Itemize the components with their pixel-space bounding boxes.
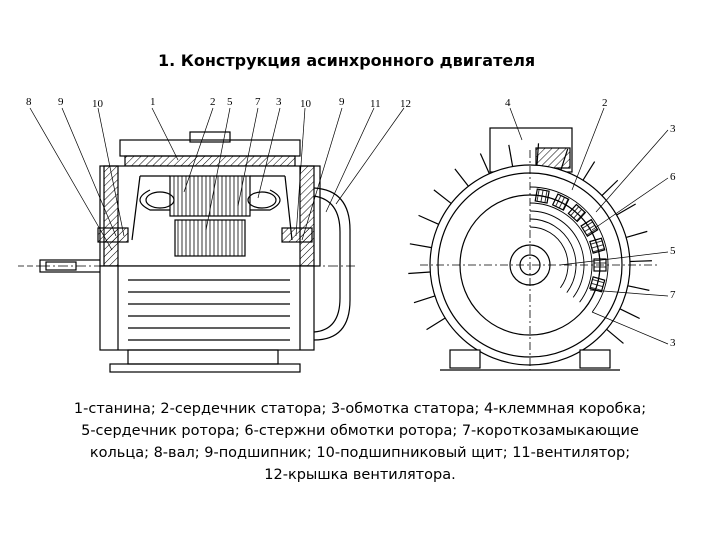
fin [582,161,596,181]
motor-diagram: 8 9 10 1 2 5 7 3 10 9 11 12 [18,96,676,373]
fin [606,328,624,344]
side-label-2: 2 [210,96,216,108]
side-label-1: 1 [150,96,156,108]
fin [409,243,432,249]
fin [418,214,439,225]
front-label-4: 4 [505,97,511,109]
fin [426,317,446,331]
side-label-10: 10 [92,98,104,110]
front-label-7: 7 [670,289,676,301]
side-label-5: 5 [227,96,233,108]
fin [601,179,619,196]
front-label-2: 2 [602,97,608,109]
fan-cover [313,187,351,341]
front-label-3: 3 [670,123,676,135]
ring-arc [529,186,609,313]
fin [625,230,648,239]
fin [508,144,514,167]
caption-line-1: 1-станина; 2-сердечник статора; 3-обмотк… [73,401,647,417]
side-view [18,131,355,373]
cooling-fins [408,143,652,344]
side-label-3: 3 [276,96,282,108]
caption-line-3: кольца; 8-вал; 9-подшипник; 10-подшипник… [89,445,631,461]
frame-exterior [99,265,315,373]
side-label-10b: 10 [300,98,312,110]
ring-arc [529,202,593,303]
terminal-box [119,131,301,167]
front-label-3b: 3 [670,337,676,349]
fin [433,189,452,204]
fin [629,260,652,263]
side-label-9b: 9 [339,96,345,108]
frame-section [97,165,321,267]
front-label-5: 5 [670,245,676,257]
front-view-labels: 4 2 3 6 5 7 3 [505,97,676,349]
side-view-labels: 8 9 10 1 2 5 7 3 10 9 11 12 [26,96,411,110]
side-label-8: 8 [26,96,32,108]
caption-line-4: 12-крышка вентилятора. [264,467,456,483]
fin [616,203,636,216]
side-label-9: 9 [58,96,64,108]
side-label-7: 7 [255,96,261,108]
front-view [408,127,660,371]
fin [413,295,436,304]
caption: 1-станина; 2-сердечник статора; 3-обмотк… [20,398,700,486]
fin [479,153,490,174]
rotor-ring-arcs [529,186,609,313]
fin [627,285,650,291]
caption-line-2: 5-сердечник ротора; 6-стержни обмотки ро… [81,423,639,439]
front-label-6: 6 [670,171,676,183]
fin [408,271,431,275]
side-label-11: 11 [370,98,381,110]
fin [454,168,469,187]
front-view-callouts [509,107,669,345]
fin [560,148,569,171]
fin [619,308,640,320]
ring-arc [529,210,585,298]
ring-arc [529,226,569,289]
diagram-title: 1. Конструкция асинхронного двигателя [158,51,536,70]
side-view-callouts [29,107,405,251]
ring-arc [529,218,577,293]
fin [536,143,540,166]
ring-arc [529,194,601,308]
side-label-12: 12 [400,98,411,110]
front-feet [440,349,620,371]
